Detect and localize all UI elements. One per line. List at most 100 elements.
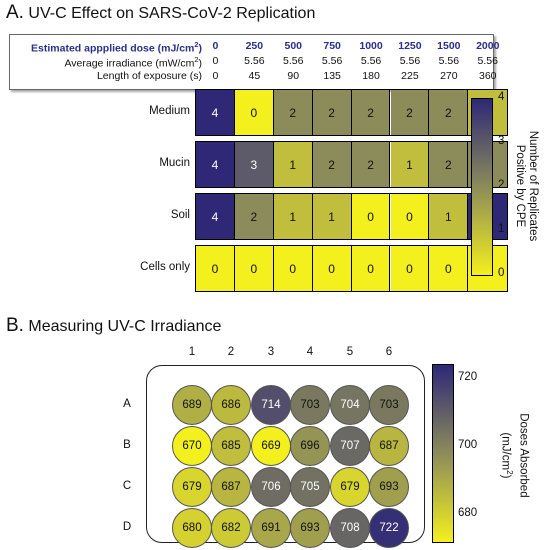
plate-row-label: A	[123, 398, 131, 410]
colorbar-tick-label: 4	[498, 91, 505, 103]
plate-well: 706	[251, 467, 291, 507]
plate-well: 685	[211, 426, 251, 466]
dose-row-label: Average irradiance (mW/cm2)	[64, 55, 202, 70]
colorbar-tick-label: 720	[458, 370, 478, 383]
dose-row-label: Length of exposure (s)	[96, 70, 202, 82]
plate-row-label: C	[122, 480, 132, 492]
heatmap-cell: 0	[390, 194, 430, 239]
heatmap-row-label: Soil	[170, 208, 190, 221]
heatmap-cell: 1	[390, 142, 430, 187]
panel-a-letter: A.	[6, 2, 24, 23]
dose-value: 1000	[359, 40, 383, 52]
plate-well: 714	[251, 385, 291, 425]
heatmap-cell: 1	[273, 194, 313, 239]
plate-well: 679	[172, 467, 212, 507]
heatmap-cell: 0	[351, 246, 391, 291]
dose-value: 250	[245, 40, 264, 52]
heatmap-cell: 2	[234, 194, 274, 239]
heatmap-cell: 0	[429, 246, 469, 291]
dose-value: 180	[362, 70, 380, 82]
plate-well: 703	[369, 385, 409, 425]
heatmap-row-label: Cells only	[140, 260, 190, 273]
plate-well: 696	[290, 426, 330, 466]
panel-b-letter: B.	[6, 315, 24, 336]
dose-value: 5.56	[244, 55, 265, 67]
dose-value: 5.56	[477, 55, 498, 67]
heatmap-cell: 0	[312, 246, 352, 291]
colorbar-tick-label: 1	[498, 223, 505, 235]
plate-well: 693	[369, 467, 409, 507]
panel-b-title-text: Measuring UV-C Irradiance	[28, 318, 222, 335]
dose-value: 0	[212, 40, 219, 52]
plate-outline	[146, 365, 425, 543]
colorbar-tick-label: 0	[498, 267, 505, 279]
heatmap-cell: 3	[234, 142, 274, 187]
plate-column-label: 1	[188, 346, 196, 358]
colorbar-title: Doses Absorbed(mJ/cm2)	[499, 412, 530, 498]
heatmap-cell: 1	[429, 194, 469, 239]
dose-value: 5.56	[283, 55, 304, 67]
heatmap-cell: 4	[196, 142, 235, 187]
heatmap-cell: 1	[312, 194, 352, 239]
dose-value: 1250	[398, 40, 422, 52]
colorbar-tick-label: 680	[458, 506, 478, 519]
dose-value: 5.56	[399, 55, 421, 67]
plate-column-label: 5	[346, 346, 354, 358]
panel-a-title-text: UV-C Effect on SARS-CoV-2 Replication	[28, 5, 316, 22]
heatmap-cell: 4	[196, 194, 235, 239]
dose-value: 750	[323, 40, 341, 52]
plate-well: 704	[330, 385, 370, 425]
heatmap-row-label: Medium	[149, 104, 190, 117]
plate-well: 693	[290, 508, 330, 548]
heatmap-cell: 0	[196, 246, 235, 291]
dose-value: 5.56	[360, 55, 382, 67]
colorbar-gradient	[432, 364, 454, 543]
plate-column-label: 2	[227, 346, 235, 358]
plate-column-label: 4	[306, 346, 314, 358]
plate-well: 689	[172, 385, 212, 425]
plate-well: 669	[251, 426, 291, 466]
dose-value: 0	[212, 70, 219, 82]
plate-well: 687	[369, 426, 409, 466]
heatmap-cell: 2	[273, 90, 313, 135]
heatmap-row: 43122122	[195, 141, 509, 188]
plate-well: 687	[211, 467, 251, 507]
plate-row-label: B	[123, 439, 131, 451]
colorbar-gradient	[471, 98, 493, 276]
heatmap-cell: 0	[273, 246, 313, 291]
heatmap-cell: 2	[390, 90, 430, 135]
heatmap-cell: 2	[351, 142, 391, 187]
dose-value: 45	[248, 70, 261, 82]
plate-well: 708	[330, 508, 370, 548]
panel-a-title: A. UV-C Effect on SARS-CoV-2 Replication	[6, 2, 315, 24]
heatmap-cell: 0	[234, 90, 274, 135]
plate-well: 707	[330, 426, 370, 466]
plate-well: 680	[172, 508, 212, 548]
plate-column-label: 6	[385, 346, 393, 358]
heatmap-cell: 0	[234, 246, 274, 291]
panel-b-title: B. Measuring UV-C Irradiance	[6, 315, 221, 337]
heatmap-cell: 2	[351, 90, 391, 135]
dose-value: 500	[284, 40, 303, 52]
heatmap-cell: 2	[429, 142, 469, 187]
plate-well: 691	[251, 508, 291, 548]
dose-value: 360	[478, 70, 497, 82]
dose-value: 1500	[437, 40, 461, 52]
plate-well: 703	[290, 385, 330, 425]
heatmap-cell: 2	[312, 90, 352, 135]
dose-value: 2000	[476, 40, 500, 52]
dose-value: 5.56	[438, 55, 460, 67]
plate-row-label: D	[122, 521, 132, 533]
dose-value: 135	[323, 70, 341, 82]
plate-well: 686	[211, 385, 251, 425]
heatmap-cell: 2	[312, 142, 352, 187]
heatmap-cell: 4	[196, 90, 235, 135]
plate-well: 670	[172, 426, 212, 466]
plate-well: 705	[290, 467, 330, 507]
